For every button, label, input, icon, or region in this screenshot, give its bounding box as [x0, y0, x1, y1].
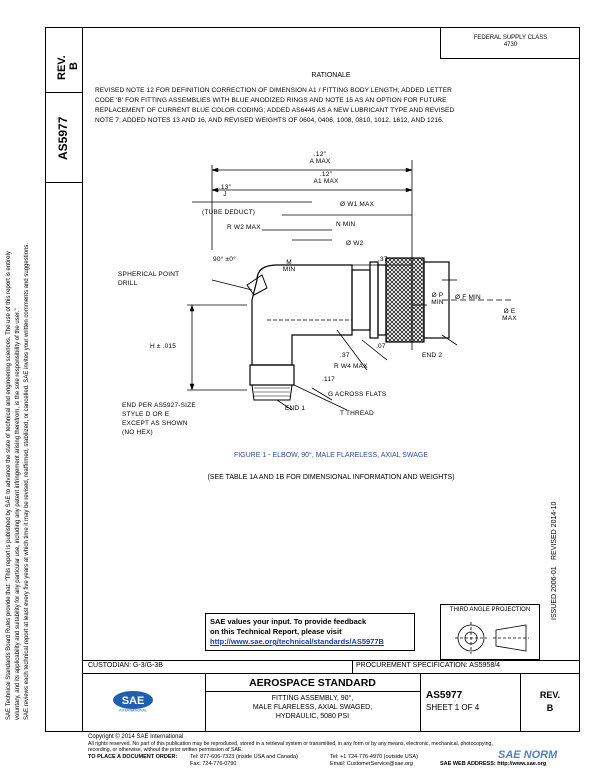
title-line3: HYDRAULIC, 5080 PSI	[275, 713, 350, 720]
see-table-note: (SEE TABLE 1A AND 1B FOR DIMENSIONAL INF…	[207, 474, 455, 481]
spherical-point-drill: SPHERICAL POINT DRILL	[118, 271, 180, 287]
feedback-box: SAE values your input. To provide feedba…	[205, 613, 415, 651]
dim-a1-max: .12″ A1 MAX	[313, 171, 339, 185]
rev-box-divider	[45, 92, 82, 93]
svg-text:SAE: SAE	[122, 695, 145, 707]
title-text: FITTING ASSEMBLY, 90°, MALE FLARELESS, A…	[205, 694, 420, 721]
end-1-label: END 1	[285, 405, 306, 412]
rationale-line: REVISED NOTE 12 FOR DEFINITION CORRECTIO…	[95, 87, 452, 94]
fed-class-value: 4730	[503, 42, 518, 48]
sae-rules-notice-3: SAE reviews each technical report at lea…	[24, 242, 30, 720]
watermark: SAE NORM	[498, 749, 558, 761]
drawing-frame	[45, 27, 580, 732]
dim-07: .07	[376, 343, 386, 350]
title-block-top	[82, 660, 580, 661]
procurement-spec: PROCUREMENT SPECIFICATION: AS5958/4	[356, 662, 501, 669]
dim-37b: .37	[340, 352, 350, 359]
logo-divider	[205, 673, 206, 732]
feedback-link[interactable]: http://www.sae.org/technical/standards/A…	[210, 637, 384, 646]
custodian-divider	[352, 660, 353, 673]
title-line1: FITTING ASSEMBLY, 90°,	[271, 695, 354, 702]
sheet-number: SHEET 1 OF 4	[426, 703, 480, 712]
order-label: TO PLACE A DOCUMENT ORDER:	[88, 754, 178, 760]
doc-box-divider	[45, 182, 82, 183]
dim-a-max: .12″ A MAX	[309, 151, 331, 165]
dim-w1-max: Ø W1 MAX	[340, 201, 375, 208]
end-per-note: END PER AS5927-SIZE STYLE D OR E EXCEPT …	[122, 402, 196, 436]
feedback-line1: SAE values your input. To provide feedba…	[210, 617, 367, 626]
third-angle-symbol	[455, 622, 529, 654]
rationale-text: REVISED NOTE 12 FOR DEFINITION CORRECTIO…	[95, 86, 535, 126]
dim-e-max: Ø E MAX	[502, 308, 517, 322]
standard-type: AEROSPACE STANDARD	[249, 677, 376, 689]
dim-p-min: Ø P MIN	[431, 292, 444, 306]
title-line2: MALE FLARELESS, AXIAL SWAGED,	[252, 704, 373, 711]
sae-logo: SAE INTERNATIONAL	[113, 691, 153, 713]
fed-class-label: FEDERAL SUPPLY CLASS	[473, 35, 548, 41]
g-across-flats: G ACROSS FLATS	[328, 391, 387, 398]
title-doc-number: AS5977	[426, 690, 463, 701]
web-address: SAE WEB ADDRESS: http://www.sae.org	[440, 761, 547, 767]
doc-number-vertical: AS5977	[56, 116, 70, 160]
copyright: Copyright © 2014 SAE International	[88, 734, 184, 740]
dim-r-w2-max: R W2 MAX	[227, 224, 261, 231]
rev-value-vertical: B	[68, 62, 80, 70]
issued-date: ISSUED 2006-01	[551, 566, 558, 620]
title-row-divider	[82, 673, 580, 674]
rationale-line: NOTE 7; ADDED NOTES 13 AND 16, AND REVIS…	[95, 117, 444, 124]
dim-tube-deduct: (TUBE DEDUCT)	[202, 209, 256, 216]
rationale-line: CODE 'B' FOR FITTING ASSEMBLIES WITH BLU…	[95, 97, 447, 104]
rationale-line: REPLACEMENT OF CURRENT BLUE COLOR CODING…	[95, 107, 455, 114]
doc-divider	[420, 673, 421, 732]
dim-37: .37	[378, 256, 388, 263]
dim-f-min: Ø F MIN	[455, 294, 481, 301]
figure-caption: FIGURE 1 - ELBOW, 90°, MALE FLARELESS, A…	[233, 452, 429, 459]
sae-rules-notice-1: SAE Technical Standards Board Rules prov…	[6, 251, 12, 720]
rights-text: All rights reserved. No part of this pub…	[88, 741, 493, 753]
dim-w2: Ø W2	[346, 240, 364, 247]
feedback-line2: on this Technical Report, please visit	[210, 627, 342, 636]
dim-m-min: M MIN	[282, 259, 296, 273]
dim-117: .117	[322, 376, 335, 383]
title-rev-label: REV.	[539, 690, 561, 700]
rights-line2: recording, or otherwise, without the pri…	[88, 747, 243, 753]
rev-label-vertical: REV.	[56, 55, 68, 80]
svg-text:INTERNATIONAL: INTERNATIONAL	[119, 709, 147, 713]
third-angle-label: THIRD ANGLE PROJECTION	[449, 607, 531, 613]
fed-supply-class-box: FEDERAL SUPPLY CLASS 4730	[440, 27, 580, 59]
t-thread: T THREAD	[340, 410, 374, 417]
title-rev-value: B	[546, 703, 554, 713]
third-angle-box: THIRD ANGLE PROJECTION	[440, 604, 540, 660]
email: Email: CustomerService@sae.org	[330, 761, 413, 767]
tel-outside: Tel: +1 724-776-4970 (outside USA)	[330, 754, 418, 760]
dim-n-min: N MIN	[336, 221, 356, 228]
standard-type-divider	[205, 691, 420, 692]
revised-date: REVISED 2014-10	[551, 501, 558, 560]
order-contacts: Tel: 877-606-7323 (inside USA and Canada…	[190, 754, 298, 768]
sae-rules-notice-2: voluntary, and its applicability and sui…	[15, 308, 21, 720]
dim-j: .13″ J	[218, 184, 232, 198]
left-column-divider	[82, 27, 83, 732]
rationale-title: RATIONALE	[311, 72, 351, 79]
rights-line1: All rights reserved. No part of this pub…	[88, 741, 493, 747]
tel-inside: Tel: 877-606-7323 (inside USA and Canada…	[190, 754, 298, 760]
dim-h: H ± .015	[150, 343, 177, 350]
dim-r-w4: R W4 MAX	[334, 363, 368, 370]
rev-divider	[520, 673, 521, 732]
fax: Fax: 724-776-0790	[190, 761, 237, 767]
end-2-label: END 2	[422, 352, 443, 359]
order-contacts-2: Tel: +1 724-776-4970 (outside USA) Email…	[330, 754, 418, 768]
dim-angle: 90° ±0°	[213, 256, 236, 263]
custodian: CUSTODIAN: G-3/G-3B	[88, 662, 163, 669]
fitting-drawing	[187, 160, 512, 411]
